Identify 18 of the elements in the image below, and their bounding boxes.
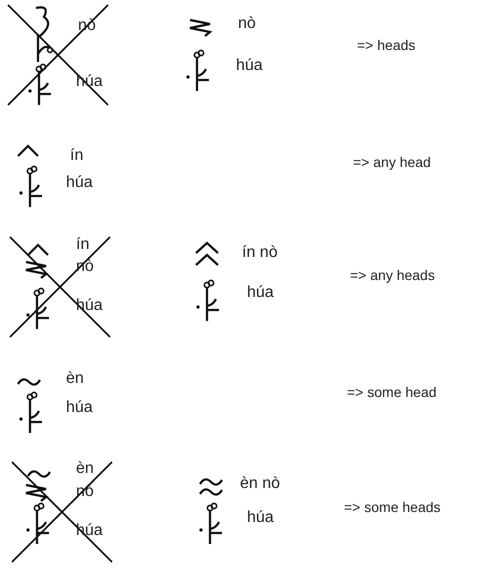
syllable-text: húa	[66, 174, 93, 192]
syllable-text: húa	[66, 399, 93, 417]
syllable-text: húa	[236, 57, 263, 75]
syllable-text: húa	[247, 509, 274, 527]
syllable-text: èn	[66, 370, 84, 388]
syllable-text: ín	[70, 147, 84, 165]
syllable-text: húa	[76, 297, 103, 315]
syllable-text: ín	[76, 236, 90, 254]
syllable-text: húa	[247, 284, 274, 302]
syllable-text: èn	[76, 460, 94, 478]
syllable-text: èn nò	[240, 475, 280, 493]
syllable-text: ín nò	[242, 244, 278, 262]
rule-text: => some head	[347, 383, 437, 401]
syllable-text: nò	[238, 15, 256, 33]
rule-text: => heads	[357, 36, 416, 54]
rule-text: => any heads	[350, 266, 435, 284]
rule-text: => any head	[353, 153, 431, 171]
rule-text: => some heads	[344, 498, 441, 516]
